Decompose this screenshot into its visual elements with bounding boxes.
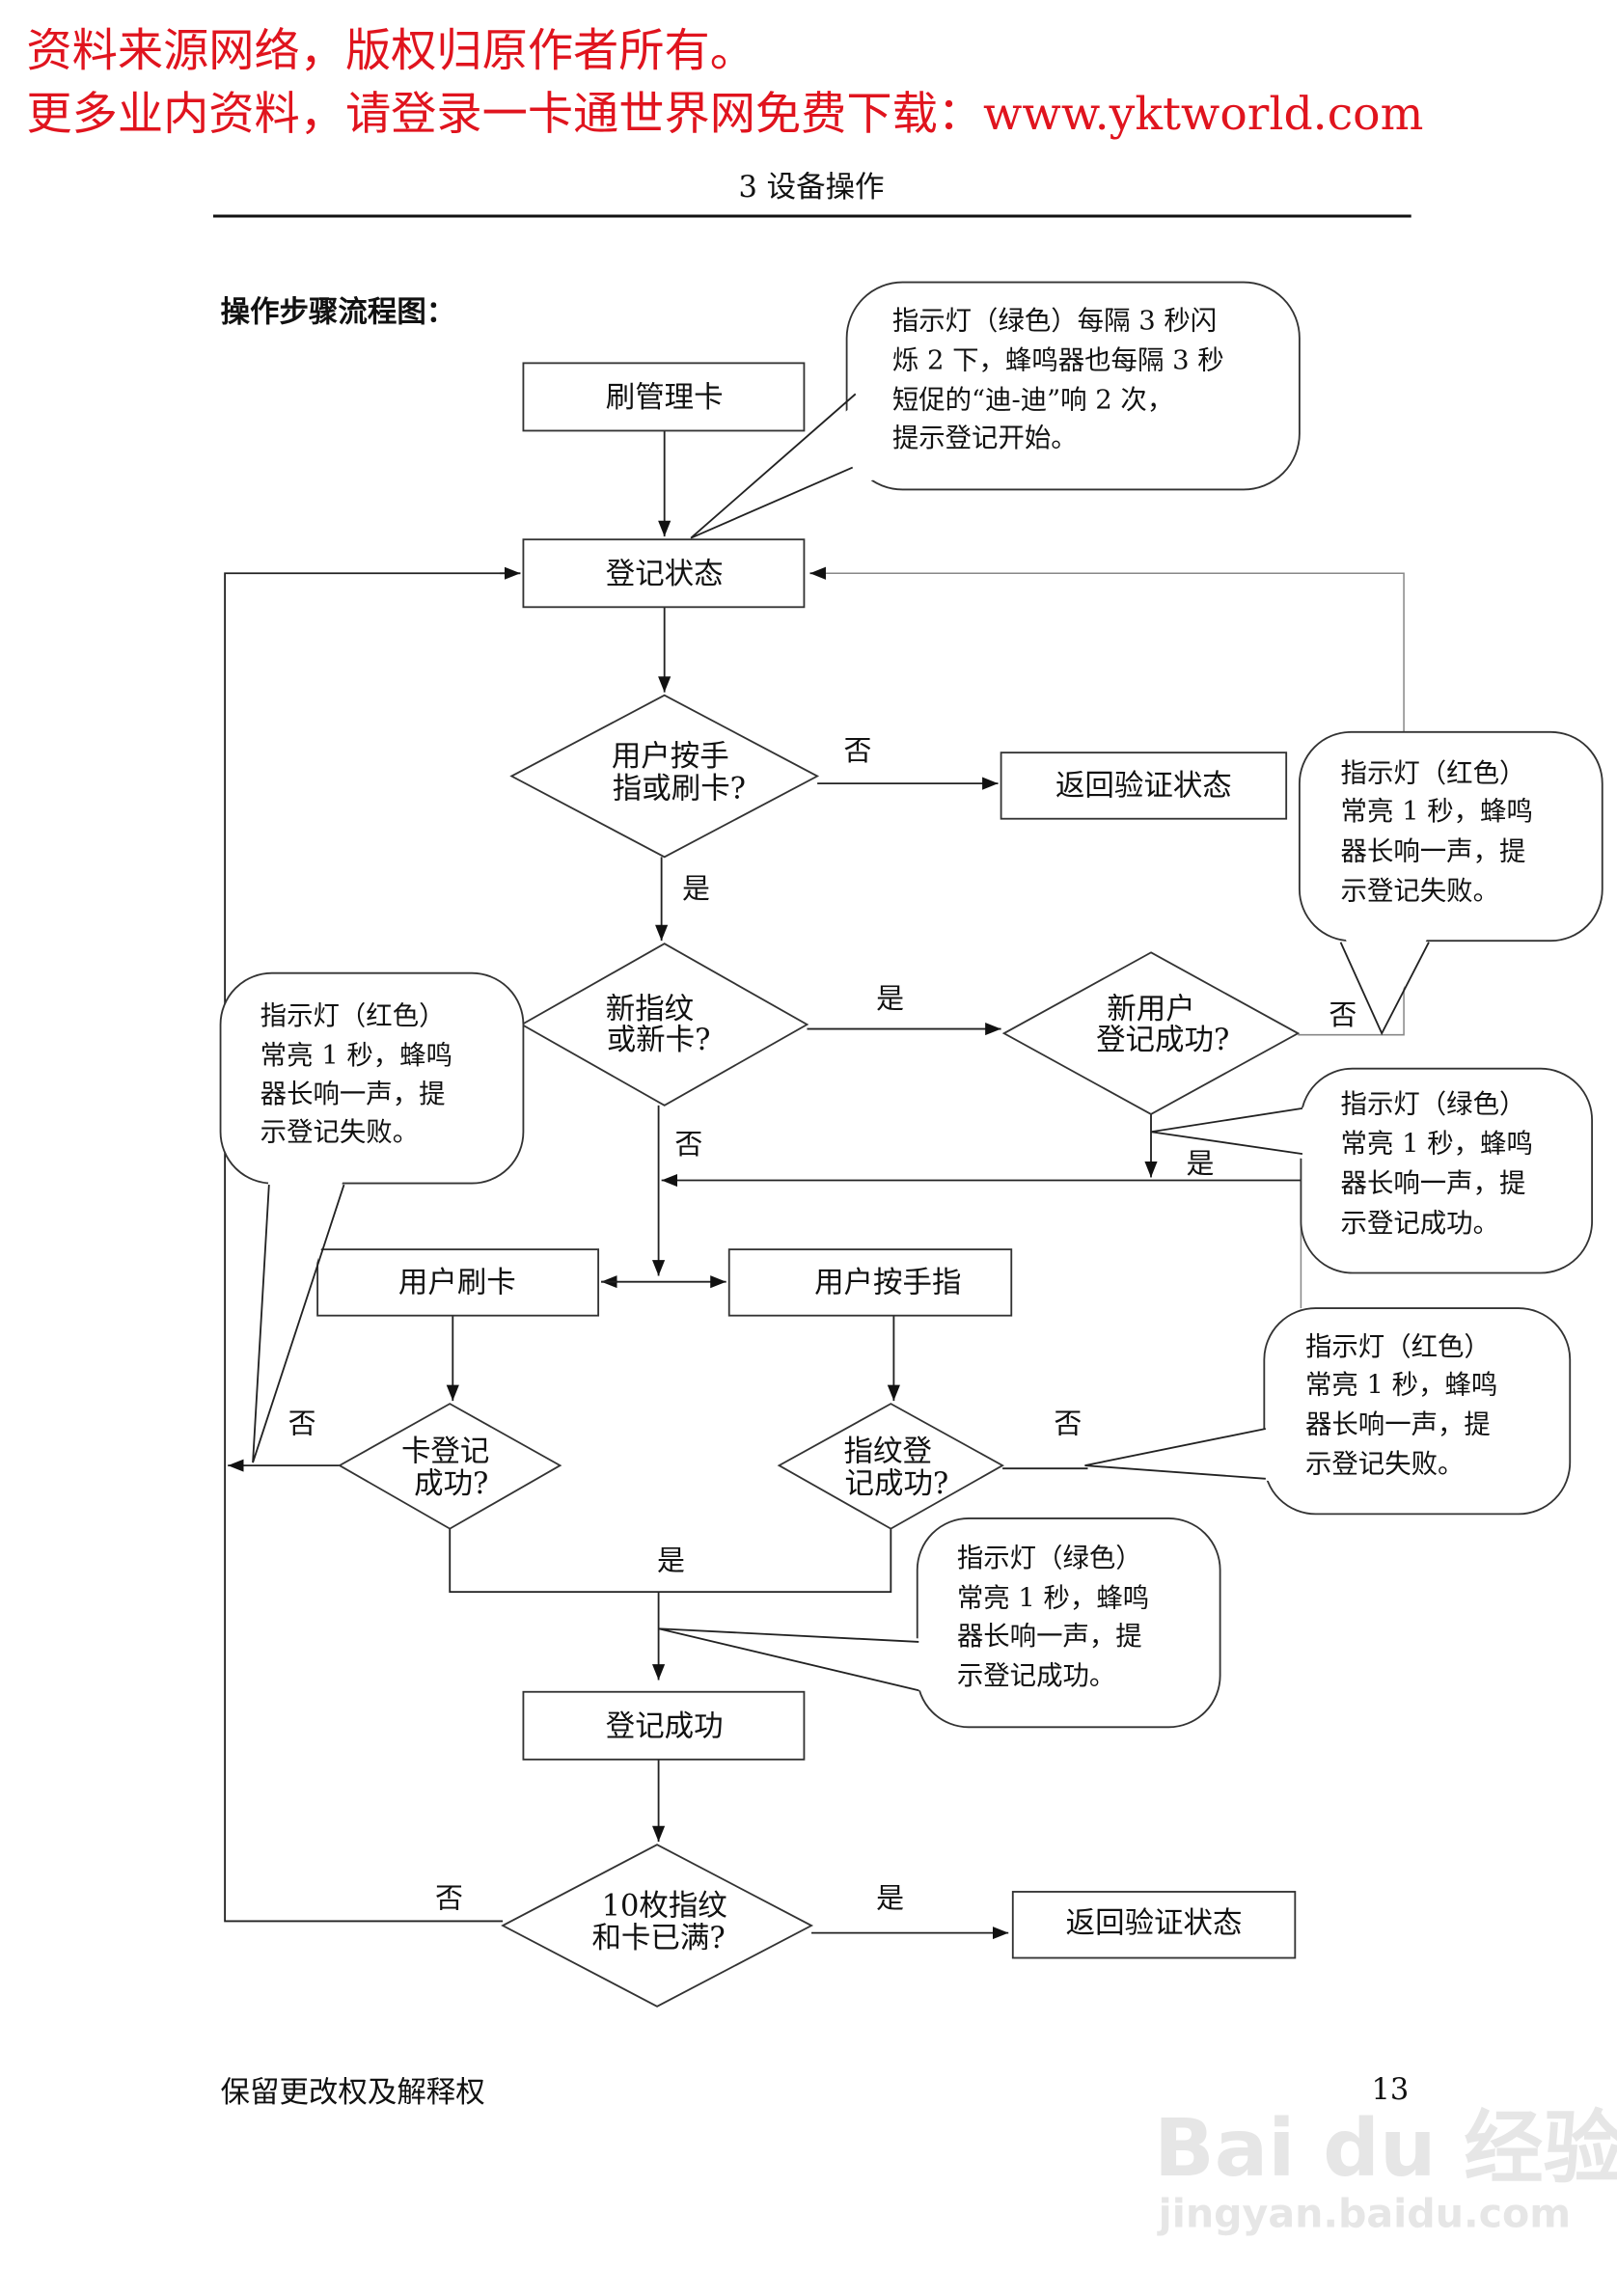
branch-labels: 否 是 是 否 否 是 否 否 是 否 是 bbox=[288, 734, 1357, 1915]
svg-text:或新卡?: 或新卡? bbox=[607, 1024, 711, 1057]
callout-new-user-fail: 指示灯（红色） 常亮 1 秒，蜂鸣 器长响一声，提 示登记失败。 bbox=[1298, 730, 1603, 1036]
svg-text:是: 是 bbox=[876, 1882, 904, 1915]
decision-finger-success: 指纹登 记成功? bbox=[777, 1403, 1004, 1530]
svg-text:否: 否 bbox=[1054, 1408, 1082, 1440]
svg-text:刷管理卡: 刷管理卡 bbox=[606, 381, 724, 415]
node-return-verify-1: 返回验证状态 bbox=[1000, 752, 1288, 820]
svg-text:烁 2 下，蜂鸣器也每隔 3 秒: 烁 2 下，蜂鸣器也每隔 3 秒 bbox=[892, 345, 1224, 375]
callout-finger-fail: 指示灯（红色） 常亮 1 秒，蜂鸣 器长响一声，提 示登记失败。 bbox=[1084, 1307, 1572, 1516]
section-title: 操作步骤流程图： bbox=[221, 295, 456, 330]
svg-text:示登记成功。: 示登记成功。 bbox=[957, 1661, 1115, 1691]
svg-text:用户按手: 用户按手 bbox=[612, 740, 729, 774]
svg-text:指示灯（红色）: 指示灯（红色） bbox=[1305, 1332, 1491, 1362]
callout-register-start: 指示灯（绿色）每隔 3 秒闪 烁 2 下，蜂鸣器也每隔 3 秒 短促的“迪-迪”… bbox=[690, 281, 1301, 539]
svg-text:指示灯（绿色）: 指示灯（绿色） bbox=[957, 1544, 1142, 1573]
svg-text:是: 是 bbox=[1187, 1147, 1215, 1180]
svg-text:器长响一声，提: 器长响一声，提 bbox=[1305, 1410, 1491, 1440]
decision-new-finger-or-card: 新指纹 或新卡? bbox=[520, 943, 809, 1107]
svg-text:器长响一声，提: 器长响一声，提 bbox=[260, 1080, 446, 1109]
svg-text:和卡已满?: 和卡已满? bbox=[591, 1922, 725, 1955]
svg-text:否: 否 bbox=[288, 1408, 316, 1440]
page-number: 13 bbox=[1372, 2073, 1410, 2107]
baidu-url: jingyan.baidu.com bbox=[1157, 2190, 1571, 2236]
svg-text:指或刷卡?: 指或刷卡? bbox=[613, 772, 746, 806]
svg-text:成功?: 成功? bbox=[414, 1467, 488, 1501]
node-return-verify-2: 返回验证状态 bbox=[1011, 1891, 1297, 1959]
baidu-watermark: Bai du 经验 jingyan.baidu.com bbox=[1154, 2103, 1617, 2236]
svg-text:否: 否 bbox=[435, 1882, 463, 1915]
node-user-swipe-card: 用户刷卡 bbox=[316, 1248, 600, 1317]
source-notice: 资料来源网络，版权归原作者所有。 bbox=[26, 25, 755, 78]
svg-text:器长响一声，提: 器长响一声，提 bbox=[1341, 1169, 1526, 1199]
svg-text:是: 是 bbox=[876, 982, 904, 1015]
svg-text:是: 是 bbox=[657, 1544, 685, 1576]
svg-text:常亮 1 秒，蜂鸣: 常亮 1 秒，蜂鸣 bbox=[957, 1583, 1149, 1613]
svg-text:常亮 1 秒，蜂鸣: 常亮 1 秒，蜂鸣 bbox=[1341, 1130, 1533, 1160]
svg-text:返回验证状态: 返回验证状态 bbox=[1066, 1907, 1243, 1941]
svg-text:提示登记开始。: 提示登记开始。 bbox=[892, 424, 1078, 453]
decision-new-user-success: 新用户 登记成功? bbox=[1001, 951, 1301, 1115]
node-swipe-admin-card: 刷管理卡 bbox=[522, 362, 806, 432]
node-user-press-finger: 用户按手指 bbox=[727, 1248, 1013, 1317]
callout-new-user-success: 指示灯（绿色） 常亮 1 秒，蜂鸣 器长响一声，提 示登记成功。 bbox=[1150, 1067, 1594, 1274]
svg-text:否: 否 bbox=[674, 1128, 702, 1161]
chapter-header: 3 设备操作 bbox=[739, 171, 885, 205]
svg-text:示登记失败。: 示登记失败。 bbox=[260, 1117, 419, 1147]
svg-text:用户刷卡: 用户刷卡 bbox=[398, 1266, 516, 1299]
svg-text:用户按手指: 用户按手指 bbox=[814, 1266, 961, 1299]
svg-text:返回验证状态: 返回验证状态 bbox=[1055, 769, 1232, 803]
svg-text:常亮 1 秒，蜂鸣: 常亮 1 秒，蜂鸣 bbox=[1341, 797, 1533, 827]
callout-card-fail: 指示灯（红色） 常亮 1 秒，蜂鸣 器长响一声，提 示登记失败。 bbox=[219, 971, 525, 1463]
svg-text:登记成功?: 登记成功? bbox=[1096, 1024, 1229, 1057]
download-notice: 更多业内资料，请登录一卡通世界网免费下载：www.yktworld.com bbox=[26, 88, 1423, 141]
svg-text:否: 否 bbox=[1329, 998, 1357, 1031]
svg-text:示登记失败。: 示登记失败。 bbox=[1305, 1450, 1464, 1480]
svg-text:记成功?: 记成功? bbox=[845, 1467, 949, 1501]
svg-text:卡登记: 卡登记 bbox=[401, 1435, 489, 1469]
footer-rights: 保留更改权及解释权 bbox=[221, 2076, 485, 2110]
svg-text:指示灯（红色）: 指示灯（红色） bbox=[1341, 759, 1526, 789]
svg-text:指示灯（红色）: 指示灯（红色） bbox=[260, 1001, 446, 1031]
decision-storage-full: 10枚指纹 和卡已满? bbox=[501, 1844, 814, 2008]
svg-text:短促的“迪-迪”响 2 次，: 短促的“迪-迪”响 2 次， bbox=[892, 386, 1173, 416]
node-register-success: 登记成功 bbox=[522, 1690, 806, 1761]
svg-text:否: 否 bbox=[844, 734, 872, 767]
callout-register-success: 指示灯（绿色） 常亮 1 秒，蜂鸣 器长响一声，提 示登记成功。 bbox=[658, 1517, 1221, 1729]
svg-text:10枚指纹: 10枚指纹 bbox=[602, 1889, 727, 1923]
svg-text:示登记失败。: 示登记失败。 bbox=[1341, 877, 1499, 907]
decision-finger-or-card: 用户按手 指或刷卡? bbox=[509, 694, 820, 859]
svg-text:指示灯（绿色）每隔 3 秒闪: 指示灯（绿色）每隔 3 秒闪 bbox=[892, 306, 1217, 336]
svg-text:常亮 1 秒，蜂鸣: 常亮 1 秒，蜂鸣 bbox=[260, 1041, 452, 1071]
connectors bbox=[224, 430, 1405, 1940]
baidu-logo-text: Bai du 经验 bbox=[1154, 2103, 1617, 2195]
svg-text:是: 是 bbox=[682, 872, 710, 905]
svg-text:登记成功: 登记成功 bbox=[606, 1709, 724, 1743]
decision-card-success: 卡登记 成功? bbox=[338, 1403, 562, 1530]
svg-text:示登记成功。: 示登记成功。 bbox=[1341, 1209, 1499, 1239]
svg-text:新用户: 新用户 bbox=[1107, 993, 1194, 1026]
svg-text:器长响一声，提: 器长响一声，提 bbox=[1341, 836, 1526, 866]
svg-text:常亮 1 秒，蜂鸣: 常亮 1 秒，蜂鸣 bbox=[1305, 1370, 1497, 1400]
node-register-state: 登记状态 bbox=[522, 538, 806, 609]
svg-text:新指纹: 新指纹 bbox=[606, 993, 694, 1026]
svg-text:指纹登: 指纹登 bbox=[844, 1435, 932, 1469]
svg-text:器长响一声，提: 器长响一声，提 bbox=[957, 1622, 1142, 1652]
svg-text:登记状态: 登记状态 bbox=[606, 558, 724, 591]
svg-text:指示灯（绿色）: 指示灯（绿色） bbox=[1341, 1089, 1526, 1119]
